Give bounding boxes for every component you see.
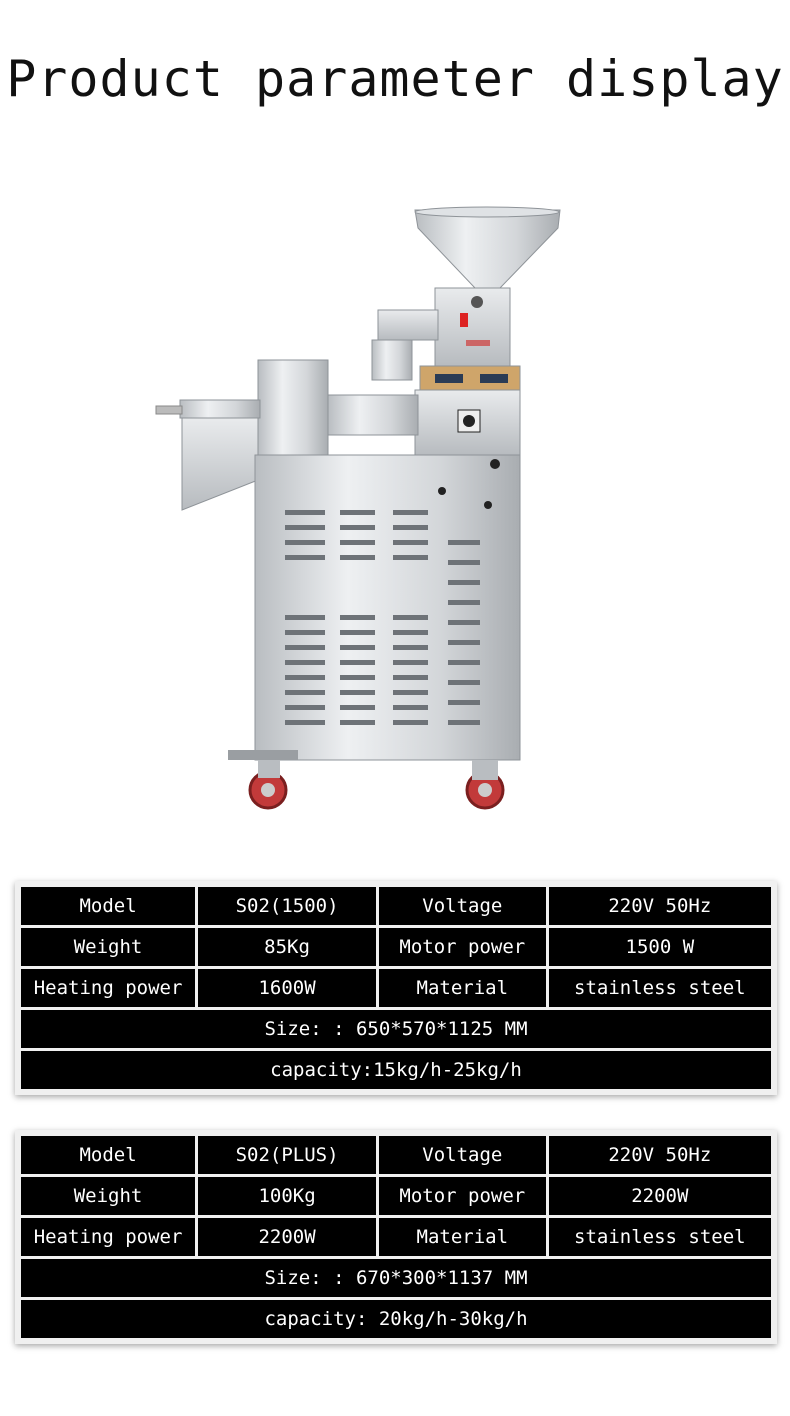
table-row: Weight 100Kg Motor power 2200W [21,1177,771,1215]
spec-value: stainless steel [548,969,771,1007]
spec-value: 2200W [198,1218,376,1256]
spec-value: 2200W [548,1177,771,1215]
table-row: Heating power 1600W Material stainless s… [21,969,771,1007]
page-title: Product parameter display [6,50,784,108]
spec-table-2: Model S02(PLUS) Voltage 220V 50Hz Weight… [15,1130,777,1344]
spec-capacity: capacity: 20kg/h-30kg/h [21,1300,771,1338]
spec-label: Material [378,1218,546,1256]
spec-label: Voltage [378,887,546,925]
spec-value: stainless steel [548,1218,771,1256]
spec-label: Model [21,1136,196,1174]
spec-value: 100Kg [198,1177,376,1215]
spec-size: Size: : 670*300*1137 MM [21,1259,771,1297]
spec-value: S02(1500) [198,887,376,925]
table-row: Weight 85Kg Motor power 1500 W [21,928,771,966]
spec-label: Weight [21,928,196,966]
spec-label: Heating power [21,969,196,1007]
table-row: Heating power 2200W Material stainless s… [21,1218,771,1256]
spec-label: Material [378,969,546,1007]
table-row: Size: : 650*570*1125 MM [21,1010,771,1048]
spec-label: Motor power [378,928,546,966]
oil-press-machine-image [155,206,561,810]
spec-label: Voltage [378,1136,546,1174]
table-row: capacity: 20kg/h-30kg/h [21,1300,771,1338]
spec-size: Size: : 650*570*1125 MM [21,1010,771,1048]
spec-label: Model [21,887,196,925]
spec-label: Motor power [378,1177,546,1215]
spec-value: 220V 50Hz [548,1136,771,1174]
table-row: Model S02(PLUS) Voltage 220V 50Hz [21,1136,771,1174]
spec-label: Weight [21,1177,196,1215]
spec-label: Heating power [21,1218,196,1256]
spec-table-1: Model S02(1500) Voltage 220V 50Hz Weight… [15,881,777,1095]
spec-value: 220V 50Hz [548,887,771,925]
spec-value: 1600W [198,969,376,1007]
table-row: capacity:15kg/h-25kg/h [21,1051,771,1089]
spec-value: 1500 W [548,928,771,966]
table-row: Model S02(1500) Voltage 220V 50Hz [21,887,771,925]
spec-value: S02(PLUS) [198,1136,376,1174]
spec-capacity: capacity:15kg/h-25kg/h [21,1051,771,1089]
spec-value: 85Kg [198,928,376,966]
table-row: Size: : 670*300*1137 MM [21,1259,771,1297]
